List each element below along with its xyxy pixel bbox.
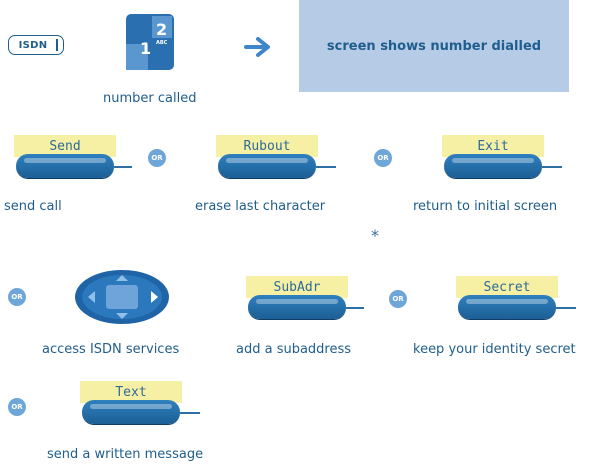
connector-line <box>556 307 576 309</box>
caption-send-call: send call <box>4 199 62 214</box>
caption-add-subaddress: add a subaddress <box>236 342 352 357</box>
softkey-send-label: Send <box>14 135 116 157</box>
softkey-secret[interactable]: Secret <box>456 276 576 322</box>
keypad-key-1: 1 <box>140 39 151 58</box>
softkey-secret-label: Secret <box>456 276 558 298</box>
screen-display-text: screen shows number dialled <box>326 38 542 54</box>
softkey-rubout-label: Rubout <box>216 135 318 157</box>
connector-line <box>180 412 200 414</box>
keypad-key-2: 2 <box>156 20 167 39</box>
caption-erase-last: erase last character <box>195 199 326 214</box>
or-badge: OR <box>8 288 26 306</box>
caption-send-message: send a written message <box>47 447 204 462</box>
navigator-icon[interactable] <box>74 269 170 325</box>
footnote-asterisk: * <box>371 226 379 245</box>
isdn-badge: ISDN <box>8 35 64 55</box>
connector-line <box>346 307 364 309</box>
or-badge: OR <box>148 149 166 167</box>
softkey-text-key[interactable] <box>82 400 180 424</box>
caption-access-isdn: access ISDN services <box>42 342 180 357</box>
softkey-subadr-key[interactable] <box>248 295 346 319</box>
softkey-text[interactable]: Text <box>80 381 200 427</box>
softkey-rubout[interactable]: Rubout <box>216 135 336 181</box>
softkey-secret-key[interactable] <box>458 295 556 319</box>
softkey-rubout-key[interactable] <box>218 154 316 178</box>
softkey-exit[interactable]: Exit <box>442 135 562 181</box>
or-badge: OR <box>389 290 407 308</box>
softkey-send[interactable]: Send <box>14 135 132 181</box>
softkey-text-label: Text <box>80 381 182 403</box>
screen-display-box: screen shows number dialled <box>299 0 569 92</box>
softkey-exit-key[interactable] <box>444 154 542 178</box>
softkey-exit-label: Exit <box>442 135 544 157</box>
or-badge: OR <box>374 149 392 167</box>
or-badge: OR <box>8 398 26 416</box>
connector-line <box>114 166 132 168</box>
keypad-key-2-letters: ABC <box>156 40 168 46</box>
caption-keep-secret: keep your identity secret <box>413 342 576 357</box>
softkey-send-key[interactable] <box>16 154 114 178</box>
caption-number-called: number called <box>103 91 197 106</box>
caption-return-initial: return to initial screen <box>413 199 558 214</box>
softkey-subadr-label: SubAdr <box>246 276 348 298</box>
softkey-subadr[interactable]: SubAdr <box>246 276 364 322</box>
arrow-right-icon <box>244 37 270 57</box>
keypad-icon: 1 2 ABC <box>126 14 174 70</box>
connector-line <box>316 166 336 168</box>
connector-line <box>542 166 562 168</box>
